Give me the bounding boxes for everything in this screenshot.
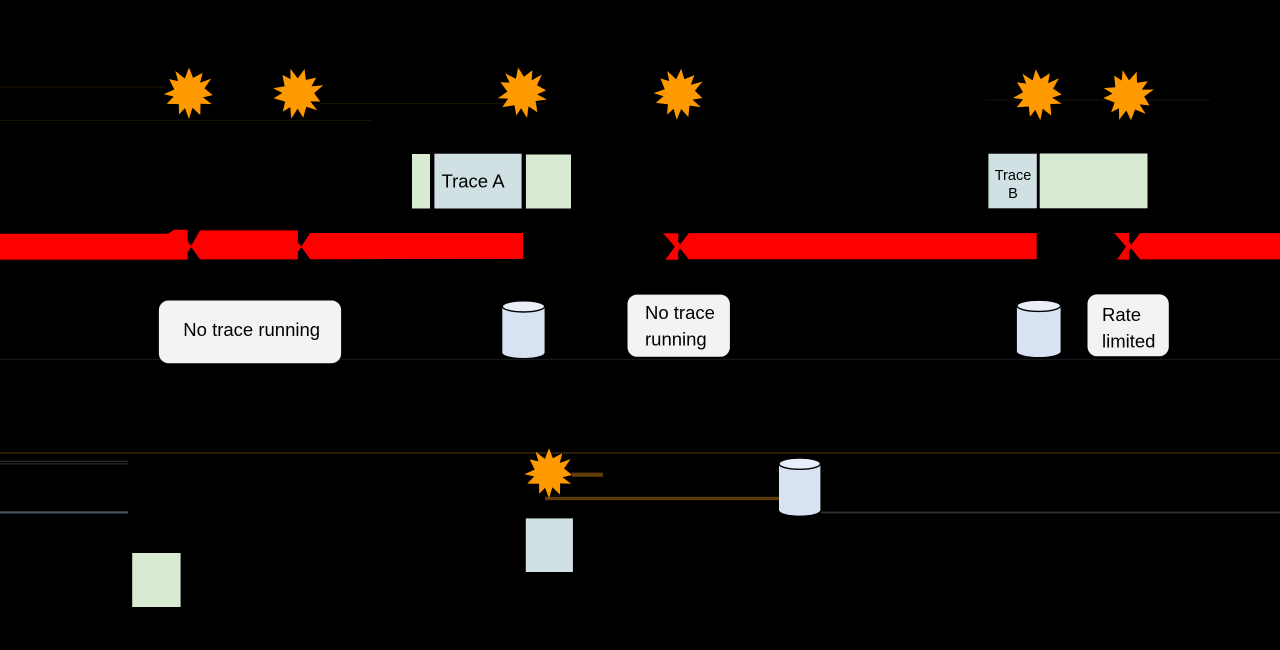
svg-text:Rate: Rate	[1102, 304, 1141, 325]
svg-text:No trace: No trace	[645, 302, 715, 323]
svg-text:B: B	[1008, 186, 1018, 202]
svg-text:Trace: Trace	[995, 168, 1032, 184]
svg-text:Trace A: Trace A	[441, 171, 505, 192]
svg-text:running: running	[645, 329, 707, 350]
svg-text:No trace running: No trace running	[183, 319, 320, 340]
svg-text:limited: limited	[1102, 330, 1155, 351]
